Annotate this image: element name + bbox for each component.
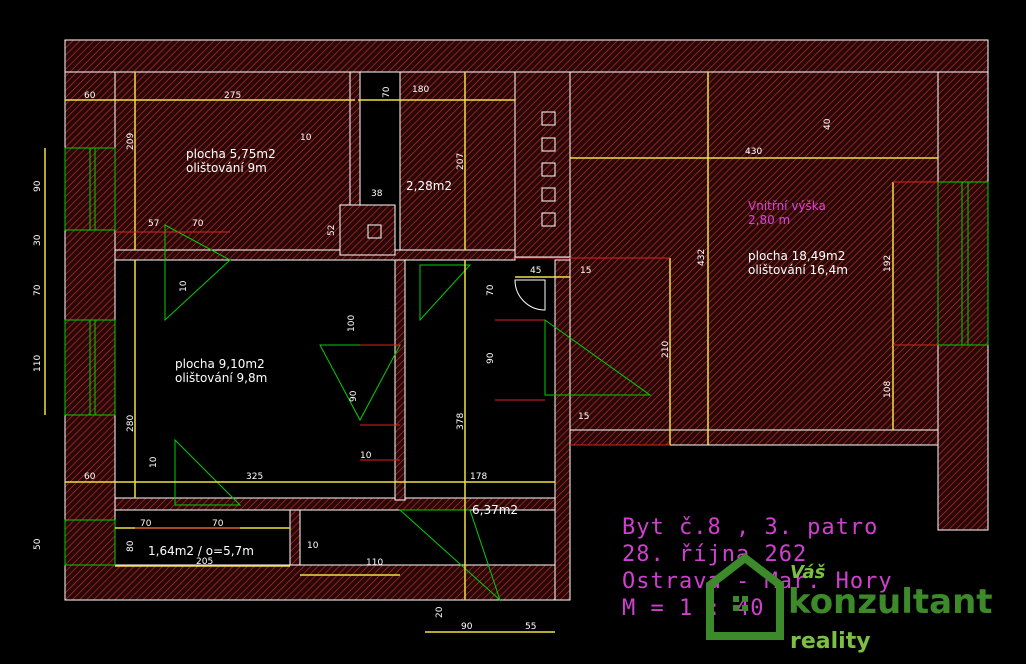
dim-label: 205 xyxy=(196,557,213,567)
height-note-line2: 2,80 m xyxy=(748,213,790,227)
dim-label: 90 xyxy=(486,352,496,364)
dim-label: 15 xyxy=(578,412,589,422)
vent-stack xyxy=(367,111,556,239)
height-note-line1: Vnitřní výška xyxy=(748,199,826,213)
dim-label: 100 xyxy=(347,315,357,332)
dim-label: 70 xyxy=(140,519,152,529)
title-line-4: M = 1 : 40 xyxy=(622,596,764,621)
room-a-trim: olištování 9m xyxy=(186,161,267,175)
room-a-area: plocha 5,75m2 xyxy=(186,147,276,161)
wall-inner-v2 xyxy=(394,259,406,501)
dim-label: 192 xyxy=(883,255,893,272)
dim-label: 275 xyxy=(224,91,241,101)
dim-label: 15 xyxy=(580,266,591,276)
dim-label: 50 xyxy=(33,538,43,550)
room-e-area: 6,37m2 xyxy=(472,503,518,517)
house-icon xyxy=(706,552,784,640)
title-block: Byt č.8 , 3. patro 28. října 262 Ostrava… xyxy=(622,515,893,621)
dimension-lines xyxy=(44,72,938,633)
windows xyxy=(64,147,989,566)
dim-label: 180 xyxy=(412,85,429,95)
dim-label: 110 xyxy=(366,558,383,568)
dim-label: 90 xyxy=(461,622,473,632)
dim-label: 10 xyxy=(307,541,319,551)
wall-top xyxy=(64,39,989,73)
dim-label: 108 xyxy=(883,381,893,398)
room-f-area: 1,64m2 / o=5,7m xyxy=(148,544,254,558)
dim-label: 38 xyxy=(371,189,383,199)
dim-label: 20 xyxy=(435,606,445,618)
dim-label: 45 xyxy=(530,266,541,276)
dim-label: 90 xyxy=(33,180,43,192)
wall-bottom xyxy=(64,564,556,601)
dim-label: 209 xyxy=(126,133,136,150)
title-line-1: Byt č.8 , 3. patro xyxy=(622,515,878,540)
dim-label: 378 xyxy=(456,413,466,430)
dim-label: 80 xyxy=(126,540,136,552)
dim-label: 280 xyxy=(126,415,136,432)
dim-label: 70 xyxy=(486,284,496,296)
logo-line-2: konzultant xyxy=(788,582,993,622)
title-line-3: Ostrava - Mar. Hory xyxy=(622,569,893,594)
dim-label: 178 xyxy=(470,472,487,482)
walls xyxy=(64,39,989,601)
title-line-2: 28. října 262 xyxy=(622,542,807,567)
dim-label: 90 xyxy=(349,390,359,402)
dim-label: 10 xyxy=(300,133,312,143)
logo-line-1: Váš xyxy=(790,562,826,583)
dim-label: 432 xyxy=(697,249,707,266)
dim-label: 110 xyxy=(33,355,43,372)
dim-label: 70 xyxy=(33,284,43,296)
dim-label: 210 xyxy=(661,341,671,358)
window-right xyxy=(937,181,989,346)
room-d-trim: olištování 16,4m xyxy=(748,263,848,277)
dim-label: 57 xyxy=(148,219,159,229)
wall-right-lower xyxy=(937,344,989,531)
dim-label: 430 xyxy=(745,147,762,157)
room-labels: plocha 5,75m2 olištování 9m 2,28m2 ploch… xyxy=(148,147,848,558)
dim-label: 55 xyxy=(525,622,536,632)
dim-label: 10 xyxy=(149,456,159,468)
wall-right xyxy=(937,71,989,183)
room-d-area: plocha 18,49m2 xyxy=(748,249,845,263)
dim-label: 30 xyxy=(33,234,43,246)
wall-inner-v3 xyxy=(289,509,301,566)
room-c-area: plocha 9,10m2 xyxy=(175,357,265,371)
window-left-3 xyxy=(64,519,116,566)
dim-label: 52 xyxy=(327,225,337,236)
dim-label: 60 xyxy=(84,91,96,101)
dim-label: 70 xyxy=(382,86,392,98)
dim-label: 40 xyxy=(823,118,833,130)
wall-inner-h1 xyxy=(114,249,516,261)
room-b-area: 2,28m2 xyxy=(406,179,452,193)
dim-label: 207 xyxy=(456,153,466,170)
dim-label: 60 xyxy=(84,472,96,482)
dim-label: 70 xyxy=(192,219,204,229)
dim-label: 325 xyxy=(246,472,263,482)
dim-label: 10 xyxy=(179,280,189,292)
dim-label: 10 xyxy=(360,451,372,461)
logo-line-3: reality xyxy=(790,629,871,654)
logo: Váš konzultant reality xyxy=(706,552,993,654)
dimension-labels: 60 275 180 430 38 57 70 45 15 15 10 10 6… xyxy=(33,85,893,632)
wall-right-bottom xyxy=(554,429,939,446)
dim-label: 70 xyxy=(212,519,224,529)
doors xyxy=(164,224,652,602)
room-c-trim: olištování 9,8m xyxy=(175,371,267,385)
wall-inner-v4 xyxy=(554,259,571,601)
